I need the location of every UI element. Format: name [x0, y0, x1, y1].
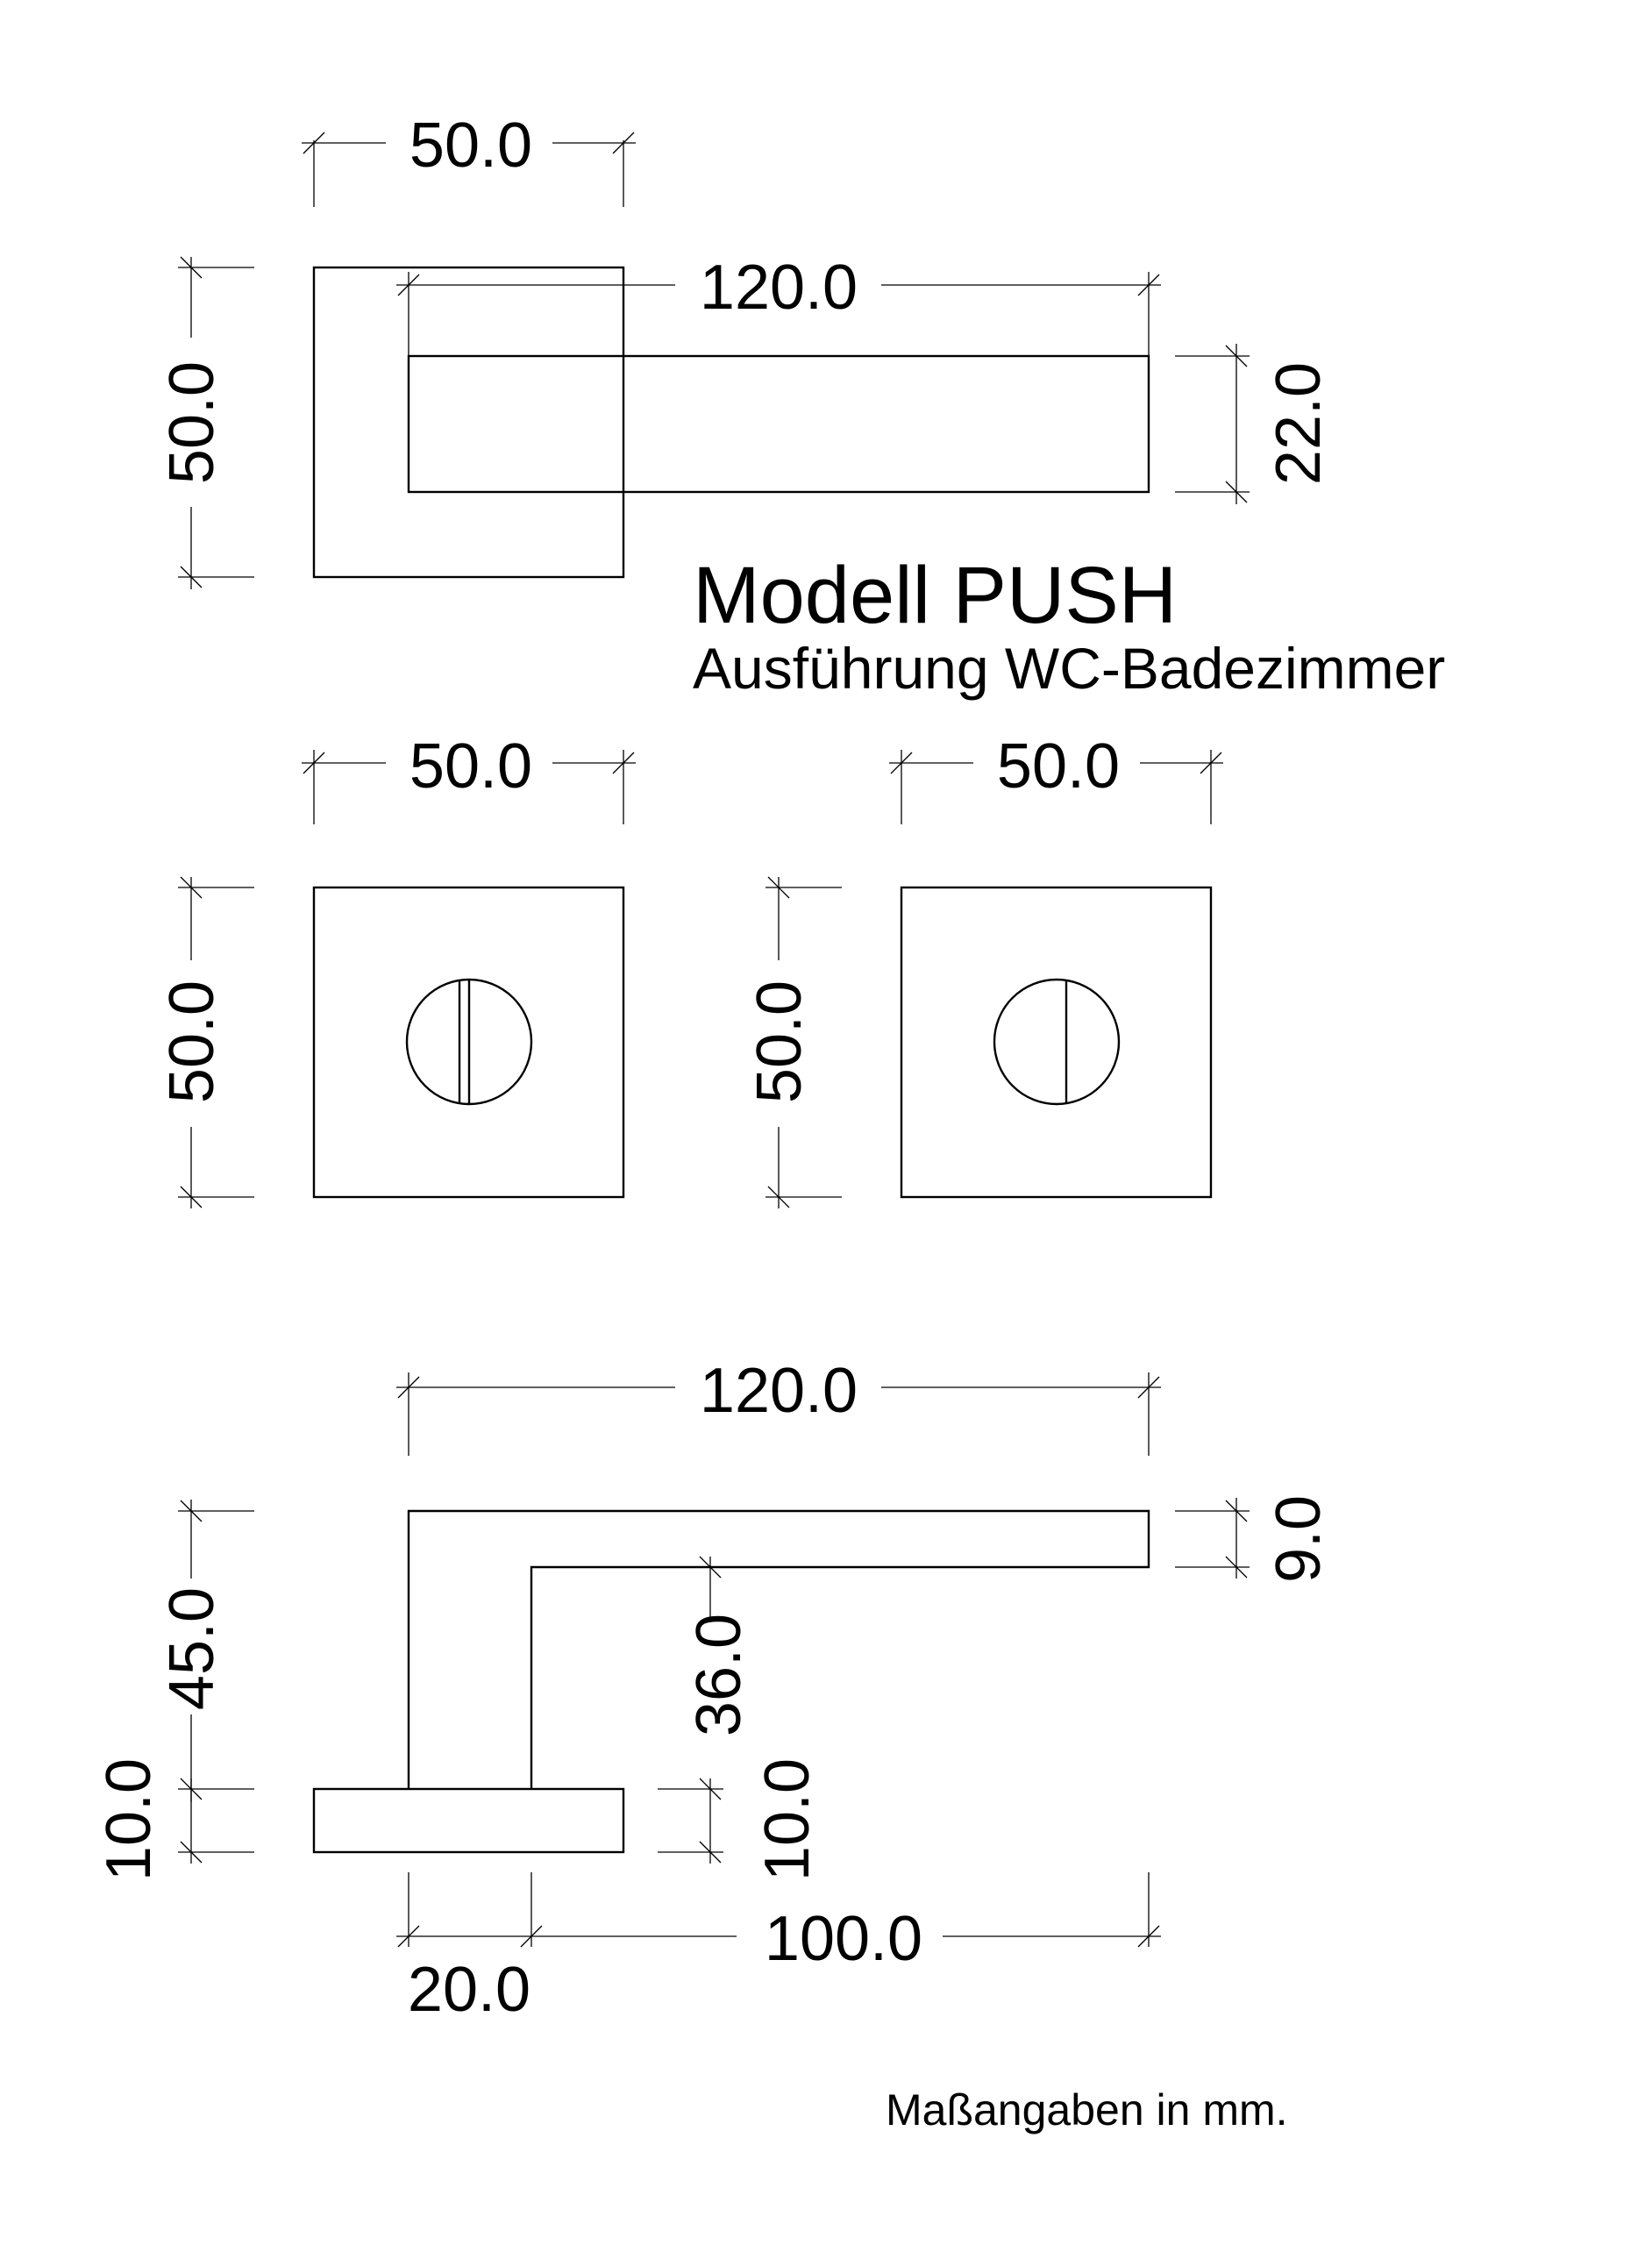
handle-top-view: 50.0 50.0 120.0 — [157, 110, 1334, 589]
model-subtitle: Ausführung WC-Badezimmer — [693, 636, 1445, 701]
dimension-base-height-right: 10.0 — [658, 1758, 822, 1881]
dimension-lever-thickness: 9.0 — [1175, 1495, 1334, 1583]
rosette-left-view: 50.0 50.0 — [157, 731, 636, 1208]
dim-label: 50.0 — [409, 110, 532, 181]
dim-label: 120.0 — [700, 1356, 858, 1426]
dimension-rosette-width: 50.0 — [302, 731, 636, 824]
dim-label: 22.0 — [1264, 362, 1334, 485]
dimension-lever-height: 22.0 — [1175, 344, 1334, 504]
dim-label: 20.0 — [408, 1955, 530, 2025]
handle-side-view: 120.0 9.0 45.0 10.0 — [94, 1356, 1334, 2025]
rose-outline — [312, 266, 625, 579]
rosette-outline — [312, 886, 625, 1199]
lever-outline — [407, 354, 1150, 494]
rosette-right-view: 50.0 50.0 — [744, 731, 1223, 1208]
dimension-lever-length: 120.0 — [396, 253, 1161, 356]
dimension-rosette-height: 50.0 — [744, 876, 842, 1208]
dim-label: 50.0 — [409, 731, 532, 802]
dim-label: 120.0 — [700, 253, 858, 323]
dim-label: 100.0 — [765, 1904, 922, 1974]
unit-note: Maßangaben in mm. — [886, 2085, 1288, 2135]
rosette-outline — [900, 886, 1213, 1199]
indicator-circle — [993, 978, 1121, 1106]
dimension-base-height-left: 10.0 — [94, 1758, 254, 1881]
dim-label: 36.0 — [684, 1614, 754, 1736]
lever-profile — [407, 1509, 1150, 1789]
dim-label: 10.0 — [94, 1758, 164, 1881]
dim-label: 10.0 — [752, 1758, 822, 1881]
dim-label: 9.0 — [1264, 1495, 1334, 1583]
dim-label: 45.0 — [157, 1587, 227, 1710]
model-title: Modell PUSH — [693, 551, 1177, 640]
dimension-rose-width: 50.0 — [302, 110, 636, 207]
dim-label: 50.0 — [744, 980, 815, 1103]
dimension-neck-and-reach: 20.0 100.0 — [396, 1872, 1161, 2025]
dimension-inner-height: 36.0 — [684, 1556, 754, 1736]
dim-label: 50.0 — [157, 361, 227, 484]
base-plate — [312, 1787, 625, 1854]
dim-label: 50.0 — [157, 980, 227, 1103]
dimension-rosette-width: 50.0 — [889, 731, 1223, 824]
dimension-total-height: 45.0 — [157, 1500, 254, 1802]
dimension-total-length: 120.0 — [396, 1356, 1161, 1456]
dim-label: 50.0 — [997, 731, 1120, 802]
dimension-rosette-height: 50.0 — [157, 876, 254, 1208]
title-block: Modell PUSH Ausführung WC-Badezimmer — [693, 551, 1445, 701]
dimension-rose-height: 50.0 — [157, 256, 254, 589]
